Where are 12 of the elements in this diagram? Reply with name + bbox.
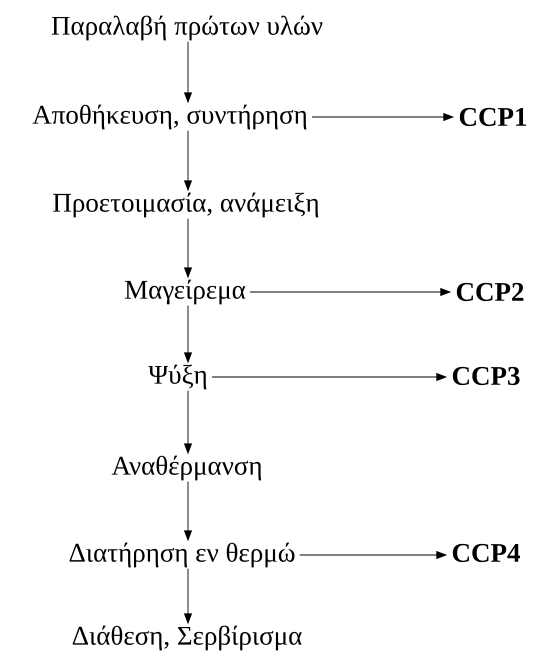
ccp-label: CCP1 <box>460 108 526 126</box>
step-text: Μαγείρεμα <box>124 280 246 304</box>
step-text: Ψύξη <box>148 364 206 390</box>
ccp-label: CCP4 <box>452 544 520 562</box>
step-text: Διάθεση, Σερβίρισμα <box>72 626 302 650</box>
ccp-label: CCP3 <box>452 366 520 386</box>
step-text: Προετοιμασία, ανάμειξη <box>53 192 318 218</box>
step-text: Διατήρηση εν θερμώ <box>70 542 294 568</box>
ccp-label: CCP2 <box>456 282 524 302</box>
step-text: Αποθήκευση, συντήρηση <box>32 104 306 130</box>
step-text: Παραλαβή πρώτων υλών <box>52 16 322 40</box>
step-text: Αναθέρμανση <box>112 456 262 480</box>
